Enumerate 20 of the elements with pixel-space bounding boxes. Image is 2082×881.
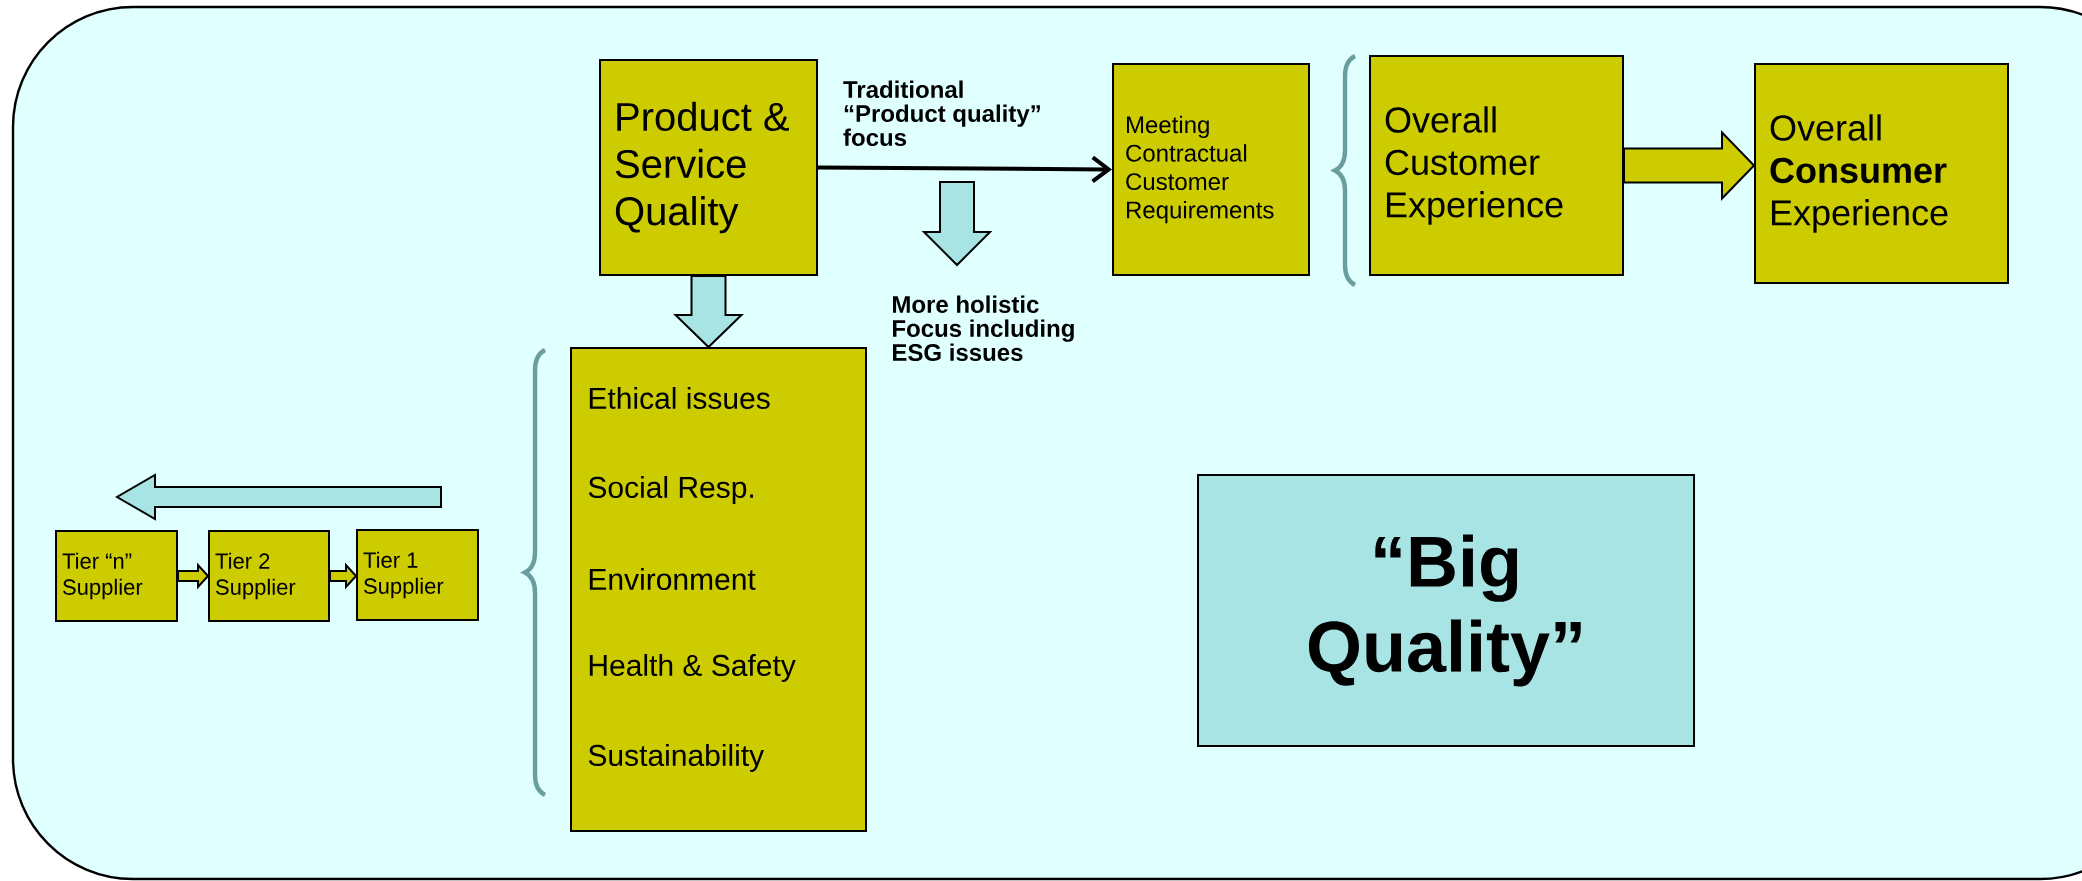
- list-item: Sustainability: [588, 744, 765, 772]
- process-box: Product & Service Quality: [599, 59, 818, 276]
- block-arrow: [1623, 130, 1756, 201]
- list-item: Health & Safety: [589, 654, 796, 682]
- block-arrow: [329, 562, 358, 590]
- process-box: Overall Customer Experience: [1369, 55, 1624, 276]
- edge-label: Traditional “Product quality” focus: [843, 80, 1040, 147]
- process-box: Tier “n” Supplier: [55, 530, 178, 622]
- list-item: Social Resp.: [588, 476, 753, 504]
- process-box: Overall Consumer Experience: [1754, 63, 2009, 284]
- list-item: Ethical issues: [589, 387, 770, 409]
- title-box: “Big Quality”: [1197, 474, 1695, 747]
- process-box: Tier 2 Supplier: [208, 530, 330, 622]
- process-box: Tier 1 Supplier: [356, 529, 479, 621]
- block-arrow: [673, 275, 744, 349]
- arrow: [818, 155, 1112, 183]
- list-item: Environment: [589, 568, 756, 590]
- process-box: Meeting Contractual Customer Requirements: [1112, 63, 1310, 276]
- note-text: More holistic Focus including ESG issues: [893, 295, 1074, 361]
- block-arrow: [177, 562, 210, 590]
